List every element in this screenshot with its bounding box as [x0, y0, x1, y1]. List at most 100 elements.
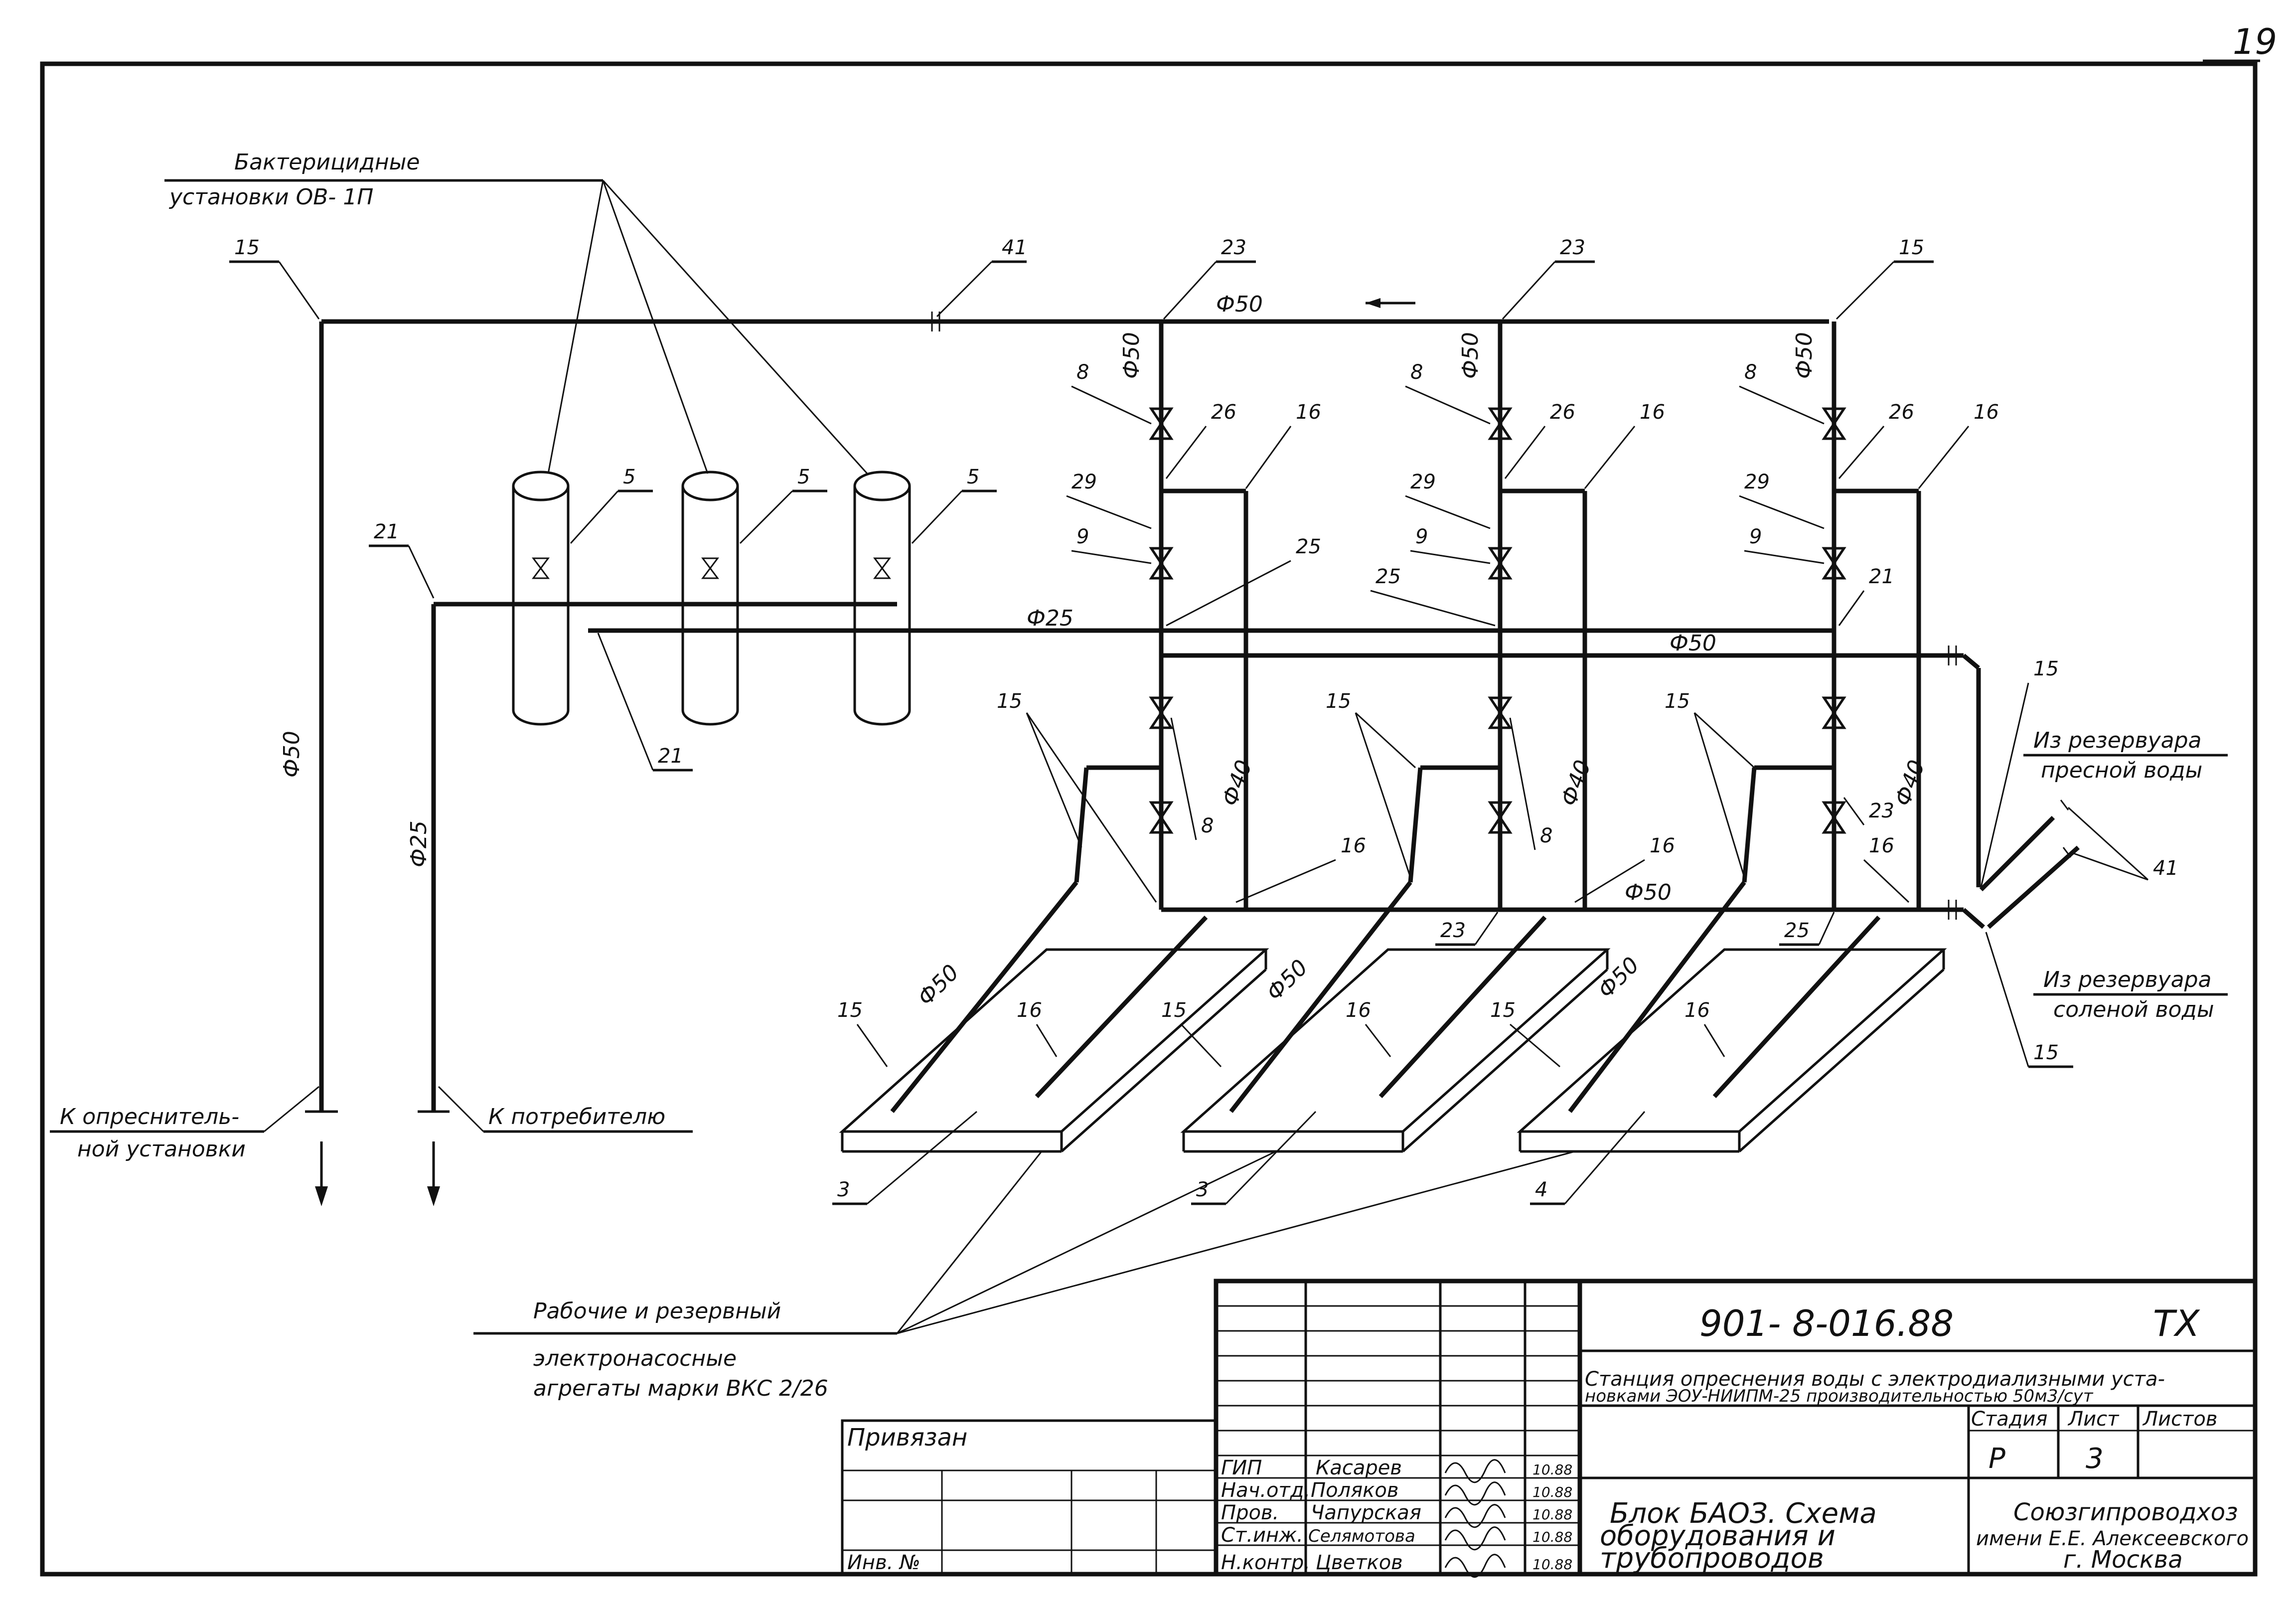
pumps-label-line-2: электронасосные — [533, 1346, 737, 1371]
fresh-water-header — [1161, 646, 1980, 670]
callout-26-a: 26 — [1211, 401, 1236, 424]
callout-15-salt: 15 — [2033, 1041, 2059, 1064]
pipe-to-desalination — [305, 322, 338, 1206]
callout-23-bottom: 23 — [1440, 919, 1466, 942]
callout-23-b: 23 — [1560, 236, 1585, 259]
to-desalination-label-line-2: ной установки — [77, 1136, 246, 1162]
diameter-label-left: Ф50 — [279, 731, 305, 778]
callout-21-bottom: 21 — [658, 745, 683, 768]
callout-25-b: 25 — [1376, 565, 1401, 588]
pump-branch-2 — [1408, 322, 1587, 910]
sheet-value: 3 — [2086, 1443, 2104, 1475]
callout-5-a: 5 — [623, 466, 635, 488]
project-line-1: Станция опреснения воды с электродиализн… — [1585, 1368, 2165, 1391]
role-1: ГИП — [1221, 1457, 1262, 1479]
drawing-frame — [40, 61, 2258, 1577]
callout-16-pump-a: 16 — [1017, 999, 1042, 1022]
pump-platform-1 — [839, 881, 1269, 1153]
role-4: Ст.инж. — [1221, 1524, 1303, 1547]
callout-4: 4 — [1535, 1178, 1547, 1201]
callout-15-fresh: 15 — [2033, 657, 2059, 680]
callout-16-mid-b: 16 — [1650, 834, 1675, 857]
diameter-label-return-3: Ф40 — [1890, 757, 1930, 810]
from-salt-label-line-2: соленой воды — [2053, 997, 2214, 1022]
inv-label: Инв. № — [847, 1551, 920, 1574]
callout-23-a: 23 — [1221, 236, 1246, 259]
role-2: Нач.отд. — [1221, 1479, 1310, 1502]
doc-mark: ТХ — [2153, 1302, 2200, 1344]
callout-15-top-left: 15 — [234, 236, 260, 259]
bactericidal-leader-lines — [547, 179, 868, 475]
sheets-header: Листов — [2142, 1408, 2217, 1431]
from-fresh-label-line-2: пресной воды — [2041, 758, 2202, 783]
pump-branch-1 — [1074, 322, 1248, 910]
bound-label: Привязан — [847, 1424, 967, 1452]
date-3: 10.88 — [1532, 1506, 1572, 1523]
pumps-label-line-1: Рабочие и резервный — [533, 1298, 781, 1324]
project-line-2: новками ЭОУ-НИИПМ-25 производительностью… — [1585, 1386, 2094, 1406]
diameter-label-return-2: Ф40 — [1556, 757, 1596, 810]
callout-15-pump-c: 15 — [1490, 999, 1516, 1022]
callout-16-mid-c: 16 — [1869, 834, 1894, 857]
name-2: Поляков — [1311, 1479, 1398, 1502]
callout-16-mid-a: 16 — [1341, 834, 1366, 857]
callout-3-b: 3 — [1196, 1178, 1209, 1201]
diameter-label-salt-header: Ф50 — [1625, 880, 1672, 905]
role-5: Н.контр. — [1221, 1551, 1310, 1574]
sheet-title-line-3: трубопроводов — [1600, 1542, 1824, 1575]
diameter-label-suction-1: Ф50 — [913, 960, 964, 1010]
callout-29-c: 29 — [1744, 471, 1770, 493]
pump-platform-3 — [1517, 881, 1947, 1153]
to-desalination-leader — [264, 1086, 319, 1133]
bactericidal-unit-2 — [681, 471, 739, 726]
callout-29-a: 29 — [1071, 471, 1097, 493]
callout-15-pump-a: 15 — [837, 999, 863, 1022]
pumps-leader-lines — [896, 1150, 1575, 1334]
callout-9-b: 9 — [1415, 525, 1428, 548]
date-5: 10.88 — [1532, 1556, 1572, 1573]
pump-branch-3 — [1742, 322, 1921, 910]
name-5: Цветков — [1316, 1551, 1403, 1574]
stage-header: Стадия — [1971, 1408, 2047, 1431]
diameter-label-suction-3: Ф50 — [1593, 952, 1644, 1003]
diameter-label-consumer: Ф25 — [406, 820, 432, 867]
callout-25-a: 25 — [1296, 535, 1321, 558]
org-line-2: имени Е.Е. Алексеевского — [1976, 1527, 2249, 1550]
bactericidal-label-line-1: Бактерицидные — [234, 150, 420, 175]
callout-41-top: 41 — [1002, 236, 1027, 259]
callout-5-c: 5 — [967, 466, 979, 488]
approval-rows: ГИП Нач.отд. Пров. Ст.инж. Н.контр. Каса… — [1221, 1457, 1572, 1574]
sheet-title-line-2: оборудования и — [1600, 1520, 1836, 1552]
to-desalination-label-line-1: К опреснитель- — [60, 1104, 239, 1130]
callout-5-b: 5 — [797, 466, 810, 488]
diameter-label-branch-3: Ф50 — [1792, 332, 1817, 379]
date-4: 10.88 — [1532, 1529, 1572, 1545]
callout-21-right: 21 — [1869, 565, 1894, 588]
date-2: 10.88 — [1532, 1484, 1572, 1500]
callout-23-mid: 23 — [1869, 800, 1894, 822]
callout-16-pump-c: 16 — [1684, 999, 1710, 1022]
callout-26-b: 26 — [1550, 401, 1575, 424]
callout-15-mid-a: 15 — [997, 690, 1022, 713]
callout-16-a: 16 — [1296, 401, 1321, 424]
callout-16-pump-b: 16 — [1346, 999, 1371, 1022]
callout-25-bottom: 25 — [1784, 919, 1810, 942]
callout-15-mid-c: 15 — [1665, 690, 1690, 713]
name-4: Селямотова — [1308, 1526, 1415, 1546]
callout-16-b: 16 — [1640, 401, 1665, 424]
signatures — [1444, 1459, 1506, 1578]
bactericidal-label-line-2: установки ОВ- 1П — [168, 184, 373, 210]
pump-platform-2 — [1180, 881, 1611, 1153]
callout-15-mid-b: 15 — [1326, 690, 1351, 713]
callout-3-a: 3 — [837, 1178, 850, 1201]
title-block — [841, 1279, 2258, 1577]
callout-15-pump-b: 15 — [1161, 999, 1187, 1022]
to-consumer-leader — [438, 1086, 484, 1133]
name-3: Чапурская — [1311, 1501, 1421, 1524]
sheet-title-line-1: Блок БАОЗ. Схема — [1610, 1497, 1877, 1530]
callout-15-top-right: 15 — [1899, 236, 1924, 259]
diameter-label-bactericidal-header: Ф25 — [1027, 606, 1073, 631]
callout-16-c: 16 — [1974, 401, 1999, 424]
to-consumer-label: К потребителю — [488, 1104, 665, 1130]
